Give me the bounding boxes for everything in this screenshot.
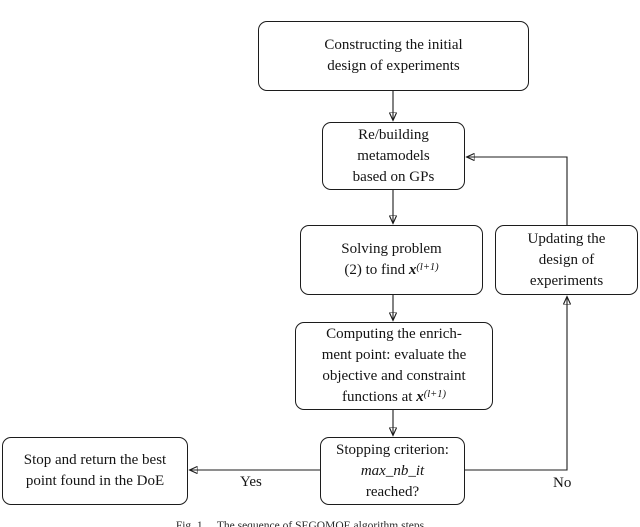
flow-node-solve-problem: Solving problem (2) to find x(l+1) bbox=[300, 225, 483, 295]
node-text-line: Computing the enrich- bbox=[326, 326, 462, 342]
node-text-line-maxnbit: max_nb_it bbox=[360, 462, 425, 479]
node-text-line: Constructing the initial bbox=[324, 37, 463, 53]
flow-node-stopping-criterion: Stopping criterion: max_nb_it reached? bbox=[320, 437, 465, 505]
node-text-line: Re/building bbox=[358, 126, 429, 143]
math-superscript: (l+1) bbox=[416, 262, 439, 273]
flow-node-update-doe: Updating the design of experiments bbox=[495, 225, 638, 295]
node-text-line: experiments bbox=[529, 272, 604, 289]
figure-caption: Fig. 1. The sequence of SEGOMOE algorith… bbox=[175, 520, 425, 527]
arrow-update-to-rebuild bbox=[467, 157, 568, 225]
label-no: No bbox=[553, 475, 572, 491]
node-text-line: point found in the DoE bbox=[25, 473, 165, 489]
node-text-line: functions at x(l+1) bbox=[342, 387, 446, 408]
node-text-segment: (2) to find bbox=[344, 262, 409, 278]
node-text-line: design of experiments bbox=[327, 58, 460, 74]
node-text-line: metamodels bbox=[357, 147, 430, 164]
label-yes: Yes bbox=[240, 474, 262, 490]
node-text-line: based on GPs bbox=[352, 168, 435, 185]
flow-node-stop-return-best: Stop and return the best point found in … bbox=[2, 437, 188, 505]
node-text-line: Stop and return the best bbox=[23, 452, 167, 468]
flow-node-rebuild-metamodels: Re/building metamodels based on GPs bbox=[322, 122, 465, 190]
node-text-line: ment point: evaluate the bbox=[321, 347, 467, 363]
math-superscript: (l+1) bbox=[423, 389, 446, 400]
flow-node-compute-enrichment: Computing the enrich- ment point: evalua… bbox=[295, 322, 493, 410]
node-text-line: objective and constraint bbox=[322, 368, 466, 384]
math-x-symbol: x bbox=[416, 389, 424, 405]
node-text-segment: functions at bbox=[342, 389, 417, 405]
node-text-line: design of bbox=[538, 251, 595, 268]
node-text-line: Updating the bbox=[527, 230, 606, 247]
node-text-line: Stopping criterion: bbox=[336, 441, 449, 458]
node-text-line: reached? bbox=[365, 483, 420, 500]
flow-node-construct-doe: Constructing the initial design of exper… bbox=[258, 21, 529, 91]
node-text-line: Solving problem bbox=[341, 241, 442, 257]
math-x-symbol: x bbox=[408, 262, 417, 278]
node-text-line: (2) to find x(l+1) bbox=[344, 260, 438, 281]
